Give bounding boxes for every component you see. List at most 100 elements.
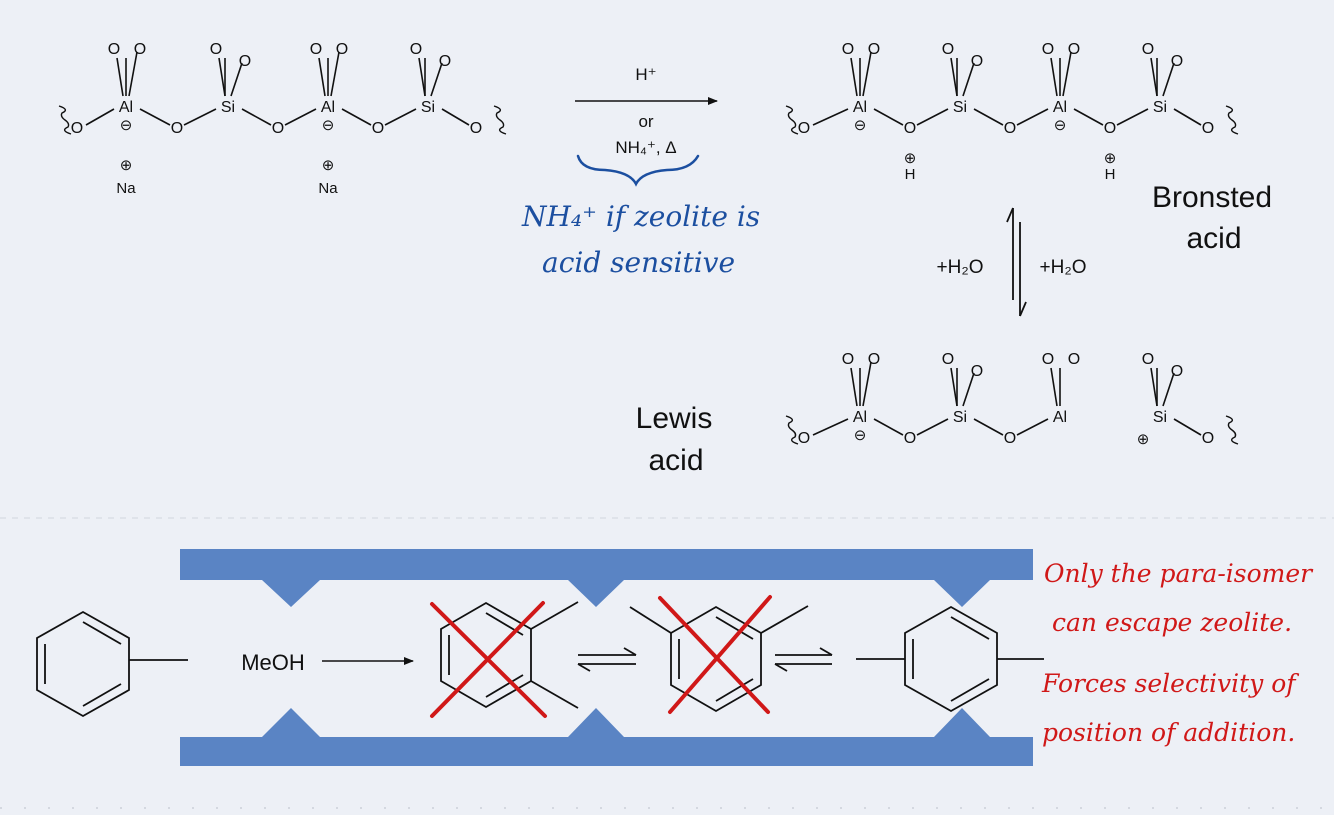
bridging-oxygen: O <box>71 120 83 137</box>
cross-out-mark-ortho <box>430 601 547 718</box>
pore-wall-top <box>180 549 1033 607</box>
negative-charge: ⊖ <box>120 117 133 134</box>
zeolite-pore-channel <box>180 549 1033 766</box>
aluminium-atom: Al <box>1053 409 1067 426</box>
bond <box>1162 372 1175 407</box>
bond <box>341 108 372 126</box>
bond <box>116 57 124 97</box>
bond <box>1050 367 1058 407</box>
bond <box>441 108 470 126</box>
oxygen-atom: O <box>1142 41 1154 58</box>
aluminium-atom: Al <box>119 99 133 116</box>
bond <box>1016 418 1049 436</box>
bond <box>850 57 858 97</box>
bridging-oxygen: O <box>272 120 284 137</box>
bridging-oxygen: O <box>798 120 810 137</box>
sodium-counterion: Na <box>116 180 136 197</box>
bond <box>1173 418 1202 436</box>
bridging-oxygen: O <box>372 120 384 137</box>
silicon-atom: Si <box>953 99 967 116</box>
bond <box>139 108 171 126</box>
bond <box>230 62 243 97</box>
red-note-line3: Forces selectivity of <box>1041 669 1299 698</box>
bond <box>873 108 904 126</box>
bond <box>330 51 340 97</box>
oxygen-atom: O <box>1142 351 1154 368</box>
oxygen-atom: O <box>410 41 422 58</box>
oxygen-atom: O <box>210 41 222 58</box>
bond <box>384 108 417 126</box>
silicon-atom: Si <box>421 99 435 116</box>
silicon-atom: Si <box>1153 99 1167 116</box>
bond <box>1062 51 1072 97</box>
pore-wall-bottom <box>180 708 1033 766</box>
bond <box>916 418 949 436</box>
positive-charge: ⊕ <box>322 157 335 174</box>
proton: H <box>1105 166 1116 183</box>
bond <box>950 57 958 97</box>
negative-charge: ⊖ <box>1054 117 1067 134</box>
aluminium-atom: Al <box>853 409 867 426</box>
aluminium-atom: Al <box>1053 99 1067 116</box>
bond <box>318 57 326 97</box>
red-note-line1: Only the para-isomer <box>1044 559 1314 588</box>
bridging-oxygen: O <box>171 120 183 137</box>
positive-charge: ⊕ <box>1137 431 1150 448</box>
hydration-equilibrium-arrows <box>1006 207 1027 317</box>
oxygen-atom: O <box>310 41 322 58</box>
bond <box>85 108 115 126</box>
negative-charge: ⊖ <box>322 117 335 134</box>
bridging-oxygen: O <box>470 120 482 137</box>
bond <box>812 418 849 436</box>
wavy-bond <box>493 105 507 135</box>
para-xylene-molecule <box>856 605 1044 713</box>
negative-charge: ⊖ <box>854 117 867 134</box>
bond <box>1050 57 1058 97</box>
bond <box>1116 108 1149 126</box>
bridging-oxygen: O <box>904 120 916 137</box>
bridging-oxygen: O <box>904 430 916 447</box>
aluminium-atom: Al <box>853 99 867 116</box>
positive-charge: ⊕ <box>120 157 133 174</box>
red-note-line4: position of addition. <box>1042 718 1295 747</box>
reagent-or: or <box>638 112 653 131</box>
bond <box>916 108 949 126</box>
reagent-ammonium: NH₄⁺, Δ <box>615 138 676 157</box>
bridging-oxygen: O <box>1004 430 1016 447</box>
cross-out-mark-meta <box>658 595 772 714</box>
ortho-xylene-molecule <box>440 601 579 709</box>
bridging-oxygen: O <box>1202 430 1214 447</box>
methanol-reagent: MeOH <box>241 650 305 675</box>
meta-xylene-molecule <box>629 605 809 713</box>
bond <box>862 361 872 407</box>
isomer-equilibrium-arrows-2 <box>774 647 833 672</box>
bronsted-acid-label-line2: acid <box>1186 222 1241 255</box>
wavy-bond <box>58 105 72 135</box>
oxygen-atom: O <box>842 41 854 58</box>
proton: H <box>905 166 916 183</box>
bond <box>962 372 975 407</box>
oxygen-atom: O <box>1042 41 1054 58</box>
bridging-oxygen: O <box>798 430 810 447</box>
hydration-label-right: +H₂O <box>1040 257 1087 278</box>
bond <box>1150 367 1158 407</box>
bond <box>973 418 1004 436</box>
sodium-counterion: Na <box>318 180 338 197</box>
oxygen-atom: O <box>108 41 120 58</box>
wavy-bond <box>785 105 799 135</box>
bond <box>950 367 958 407</box>
benzene-molecule <box>36 610 188 718</box>
oxygen-atom: O <box>1042 351 1054 368</box>
reagent-proton: H⁺ <box>635 65 656 84</box>
bridging-oxygen: O <box>1202 120 1214 137</box>
bond <box>862 51 872 97</box>
silicon-atom: Si <box>221 99 235 116</box>
hydration-label-left: +H₂O <box>937 257 984 278</box>
bond <box>1073 108 1104 126</box>
red-note-line2: can escape zeolite. <box>1052 608 1292 637</box>
bond <box>962 62 975 97</box>
bond <box>1173 108 1202 126</box>
